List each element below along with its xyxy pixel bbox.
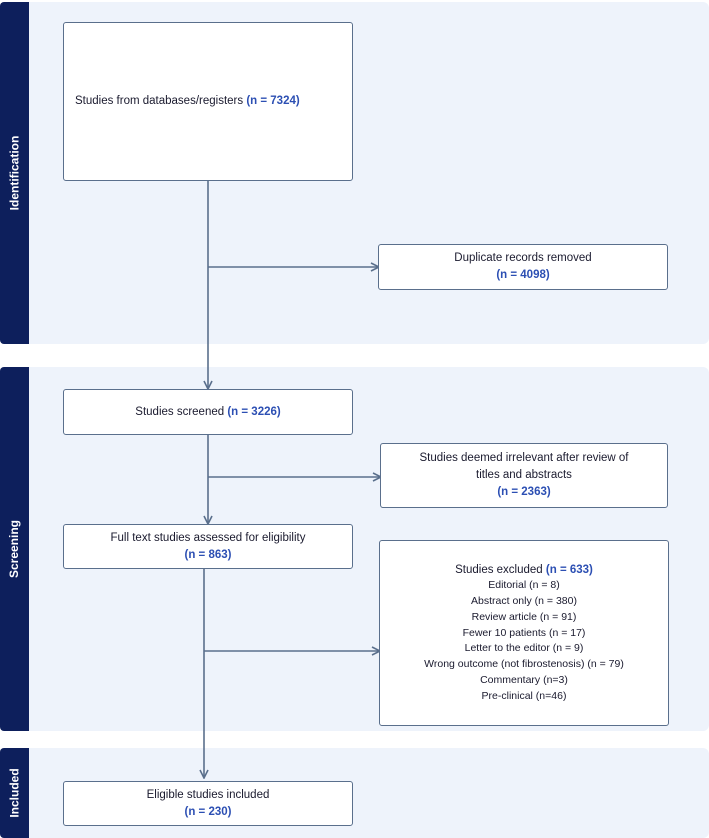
excluded-reason-letter: Letter to the editor (n = 9) bbox=[464, 642, 584, 655]
excluded-reason-editorial: Editorial (n = 8) bbox=[488, 579, 560, 592]
excluded-label: Studies excluded bbox=[455, 563, 546, 576]
duplicates-count: (n = 4098) bbox=[496, 269, 550, 281]
excluded-count: (n = 633) bbox=[545, 563, 593, 576]
excluded-reason-fewer-patients: Fewer 10 patients (n = 17) bbox=[462, 626, 586, 639]
excluded-reason-review-article: Review article (n = 91) bbox=[471, 610, 577, 623]
excluded-reason-abstract-only: Abstract only (n = 380) bbox=[471, 595, 577, 608]
screening-label: Screening bbox=[0, 367, 29, 731]
fulltext-box: Full text studies assessed for eligibili… bbox=[63, 524, 353, 569]
irrelevant-label: Studies deemed irrelevant after review o… bbox=[419, 452, 629, 482]
duplicates-label: Duplicate records removed bbox=[454, 252, 592, 265]
screened-box: Studies screened (n = 3226) bbox=[63, 389, 353, 435]
screened-text: Studies screened (n = 3226) bbox=[135, 404, 280, 421]
excluded-reason-pre-clinical: Pre-clinical (n=46) bbox=[481, 689, 567, 702]
fulltext-count: (n = 863) bbox=[184, 548, 232, 561]
included-box: Eligible studies included (n = 230) bbox=[63, 781, 353, 826]
screened-label: Studies screened bbox=[135, 405, 228, 418]
excluded-reason-wrong-outcome: Wrong outcome (not fibrostenosis) (n = 7… bbox=[424, 658, 624, 671]
included-label: Included bbox=[0, 748, 29, 838]
duplicates-box: Duplicate records removed (n = 4098) bbox=[378, 244, 668, 290]
databases-box: Studies from databases/registers (n = 73… bbox=[63, 22, 353, 181]
databases-text: Studies from databases/registers (n = 73… bbox=[75, 93, 300, 110]
excluded-reason-commentary: Commentary (n=3) bbox=[480, 673, 568, 686]
screened-count: (n = 3226) bbox=[227, 405, 281, 418]
included-box-label: Eligible studies included bbox=[146, 788, 270, 801]
irrelevant-count: (n = 2363) bbox=[497, 485, 551, 498]
databases-label: Studies from databases/registers bbox=[75, 95, 247, 108]
excluded-box: Studies excluded (n = 633) Editorial (n … bbox=[379, 540, 669, 726]
excluded-heading: Studies excluded (n = 633) bbox=[455, 562, 593, 579]
fulltext-label: Full text studies assessed for eligibili… bbox=[110, 531, 306, 544]
identification-label: Identification bbox=[0, 2, 29, 344]
included-box-count: (n = 230) bbox=[184, 805, 232, 818]
databases-count: (n = 7324) bbox=[246, 95, 300, 108]
irrelevant-box: Studies deemed irrelevant after review o… bbox=[380, 443, 668, 508]
